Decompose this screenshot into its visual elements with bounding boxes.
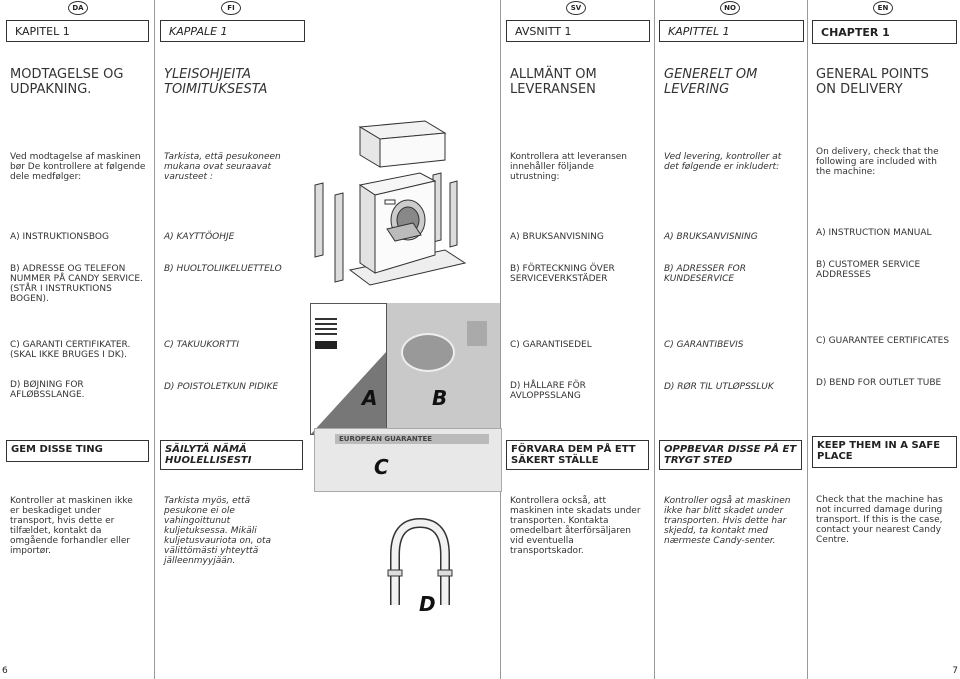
item-d-fi: D) POISTOLETKUN PIDIKE [164, 382, 279, 392]
washing-machine-illustration [314, 120, 467, 286]
chapter-header-sv: AVSNITT 1 [506, 20, 650, 42]
intro-text-no: Ved levering, kontroller at det følgende… [664, 152, 782, 172]
figure-label-a: A [362, 386, 378, 410]
item-d-sv: D) HÅLLARE FÖR AVLOPPSSLANG [510, 381, 586, 401]
chapter-header-fi: KAPPALE 1 [160, 20, 305, 42]
figure-label-c: C [374, 455, 389, 479]
section-title-da: MODTAGELSE OG UDPAKNING. [10, 67, 124, 97]
column-divider [154, 0, 155, 679]
item-b-sv: B) FÖRTECKNING ÖVER SERVICEVERKSTÄDER [510, 264, 615, 284]
item-b-fi: B) HUOLTOLIIKELUETTELO [164, 264, 282, 274]
service-addresses-figure [387, 303, 500, 433]
instruction-manual-figure [310, 303, 387, 435]
section-title-sv: ALLMÄNT OM LEVERANSEN [510, 67, 597, 97]
item-a-fi: A) KAYTTÖOHJE [164, 232, 235, 242]
outlet-tube-bend-figure [387, 517, 453, 605]
keep-safe-box-no: OPPBEVAR DISSE PÅ ET TRYGT STED [659, 440, 802, 470]
item-c-fi: C) TAKUUKORTTI [164, 340, 240, 350]
figure-label-b: B [432, 386, 448, 410]
check-text-sv: Kontrollera också, att maskinen inte ska… [510, 496, 641, 556]
item-c-en: C) GUARANTEE CERTIFICATES [816, 336, 950, 346]
item-d-en: D) BEND FOR OUTLET TUBE [816, 378, 942, 388]
keep-safe-box-sv: FÖRVARA DEM PÅ ETT SÄKERT STÄLLE [506, 440, 649, 470]
section-title-no: GENERELT OM LEVERING [664, 67, 758, 97]
language-badge-fi: FI [221, 1, 241, 15]
item-a-sv: A) BRUKSANVISNING [510, 232, 604, 242]
item-c-sv: C) GARANTISEDEL [510, 340, 592, 350]
check-text-no: Kontroller også at maskinen ikke har bli… [664, 496, 791, 546]
column-divider [654, 0, 655, 679]
intro-text-en: On delivery, check that the following ar… [816, 147, 939, 177]
language-badge-da: DA [68, 1, 88, 15]
page-number-left: 6 [2, 666, 8, 676]
intro-text-fi: Tarkista, että pesukoneen mukana ovat se… [164, 152, 281, 182]
check-text-fi: Tarkista myös, että pesukone ei ole vahi… [164, 496, 272, 566]
language-badge-no: NO [720, 1, 740, 15]
keep-safe-box-da: GEM DISSE TING [6, 440, 149, 462]
language-badge-sv: SV [566, 1, 586, 15]
item-b-en: B) CUSTOMER SERVICE ADDRESSES [816, 260, 921, 280]
item-b-no: B) ADRESSER FOR KUNDESERVICE [664, 264, 746, 284]
item-b-da: B) ADRESSE OG TELEFON NUMMER PÅ CANDY SE… [10, 264, 143, 304]
keep-safe-box-en: KEEP THEM IN A SAFE PLACE [812, 436, 957, 468]
column-divider [500, 0, 501, 679]
language-badge-en: EN [873, 1, 893, 15]
guarantee-banner: EUROPEAN GUARANTEE [335, 434, 489, 444]
item-c-da: C) GARANTI CERTIFIKATER. (SKAL IKKE BRUG… [10, 340, 131, 360]
section-title-en: GENERAL POINTS ON DELIVERY [816, 67, 929, 97]
figure-label-d: D [419, 592, 436, 616]
chapter-header-en: CHAPTER 1 [812, 20, 957, 44]
page-number-right: 7 [952, 666, 958, 676]
chapter-header-no: KAPITTEL 1 [659, 20, 804, 42]
check-text-da: Kontroller at maskinen ikke er beskadige… [10, 496, 133, 556]
keep-safe-box-fi: SÄILYTÄ NÄMÄ HUOLELLISESTI [160, 440, 303, 470]
item-d-da: D) BØJNING FOR AFLØBSSLANGE. [10, 380, 85, 400]
item-d-no: D) RØR TIL UTLØPSSLUK [664, 382, 774, 392]
item-c-no: C) GARANTIBEVIS [664, 340, 744, 350]
section-title-fi: YLEISOHJEITA TOIMITUKSESTA [164, 67, 268, 97]
item-a-no: A) BRUKSANVISNING [664, 232, 758, 242]
item-a-en: A) INSTRUCTION MANUAL [816, 228, 932, 238]
chapter-header-da: KAPITEL 1 [6, 20, 149, 42]
intro-text-da: Ved modtagelse af maskinen bør De kontro… [10, 152, 146, 182]
check-text-en: Check that the machine has not incurred … [816, 495, 943, 545]
intro-text-sv: Kontrollera att leveransen innehåller fö… [510, 152, 627, 182]
column-divider [807, 0, 808, 679]
guarantee-certificate-figure: EUROPEAN GUARANTEE [314, 428, 502, 492]
item-a-da: A) INSTRUKTIONSBOG [10, 232, 109, 242]
